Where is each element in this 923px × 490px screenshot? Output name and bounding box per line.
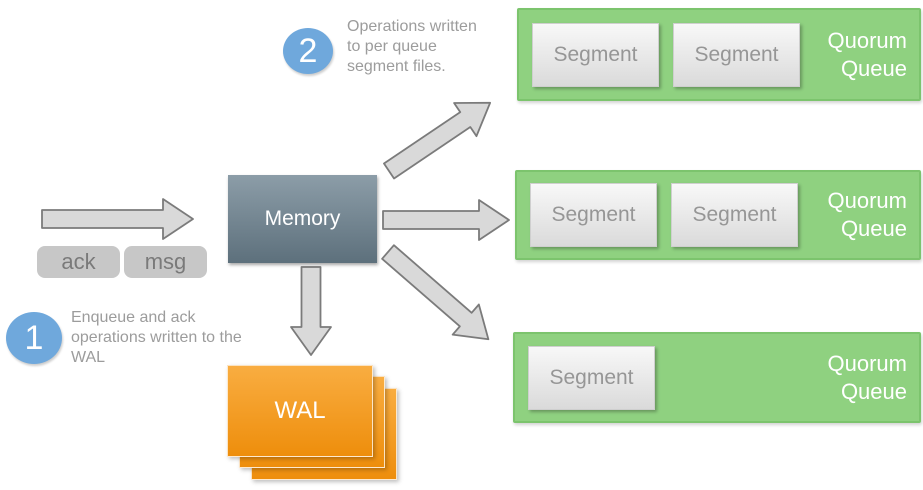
segment-box: Segment xyxy=(528,345,655,410)
step-1-note-line: Enqueue and ack xyxy=(71,309,196,326)
step-1-badge: 1 xyxy=(6,312,62,364)
arrow-memory-to-queue-top xyxy=(383,101,492,180)
segment-box: Segment xyxy=(530,183,657,247)
quorum-queue-title: Quorum Queue xyxy=(828,187,907,243)
segment-box: Segment xyxy=(671,183,798,247)
ack-tag: ack xyxy=(37,246,120,278)
step-1-note: Enqueue and ack operations written to th… xyxy=(71,308,242,368)
quorum-queue-title: Quorum Queue xyxy=(828,350,907,406)
arrow-memory-to-queue-middle xyxy=(382,199,510,241)
step-2-note-line: Operations written xyxy=(347,18,477,35)
segment-box: Segment xyxy=(673,22,800,87)
msg-label: msg xyxy=(144,249,187,274)
quorum-queue-box-1: Segment Segment Quorum Queue xyxy=(517,8,921,101)
memory-label: Memory xyxy=(264,207,341,230)
quorum-queue-title-line: Queue xyxy=(840,378,907,404)
quorum-queue-title-line: Quorum xyxy=(827,27,907,53)
arrow-memory-to-wal xyxy=(290,266,332,356)
segment-label: Segment xyxy=(692,203,777,226)
quorum-queue-box-2: Segment Segment Quorum Queue xyxy=(515,170,921,260)
step-2-number: 2 xyxy=(298,31,318,70)
wal-label: WAL xyxy=(274,397,326,424)
step-2-badge: 2 xyxy=(283,28,333,74)
wal-box: WAL xyxy=(227,365,373,457)
segment-label: Segment xyxy=(551,203,636,226)
segment-label: Segment xyxy=(694,42,779,66)
quorum-queue-title-line: Queue xyxy=(840,55,907,81)
quorum-queue-title-line: Quorum xyxy=(827,350,907,376)
memory-box: Memory xyxy=(228,175,377,263)
segment-box: Segment xyxy=(532,22,659,87)
segment-label: Segment xyxy=(549,365,634,389)
step-1-note-line: operations written to the xyxy=(71,329,242,346)
step-1-note-line: WAL xyxy=(71,349,106,366)
msg-tag: msg xyxy=(124,246,207,278)
quorum-queue-title-line: Queue xyxy=(840,216,907,241)
quorum-queue-title: Quorum Queue xyxy=(828,27,907,83)
arrow-inbound-to-memory xyxy=(41,198,194,240)
step-2-note: Operations written to per queue segment … xyxy=(347,17,477,77)
quorum-queue-title-line: Quorum xyxy=(827,188,907,213)
step-2-note-line: segment files. xyxy=(347,58,446,75)
quorum-queue-box-3: Segment Quorum Queue xyxy=(513,332,921,423)
step-1-number: 1 xyxy=(24,318,44,357)
arrow-memory-to-queue-bottom xyxy=(381,244,490,341)
ack-label: ack xyxy=(61,249,96,274)
step-2-note-line: to per queue xyxy=(347,38,437,55)
segment-label: Segment xyxy=(553,42,638,66)
